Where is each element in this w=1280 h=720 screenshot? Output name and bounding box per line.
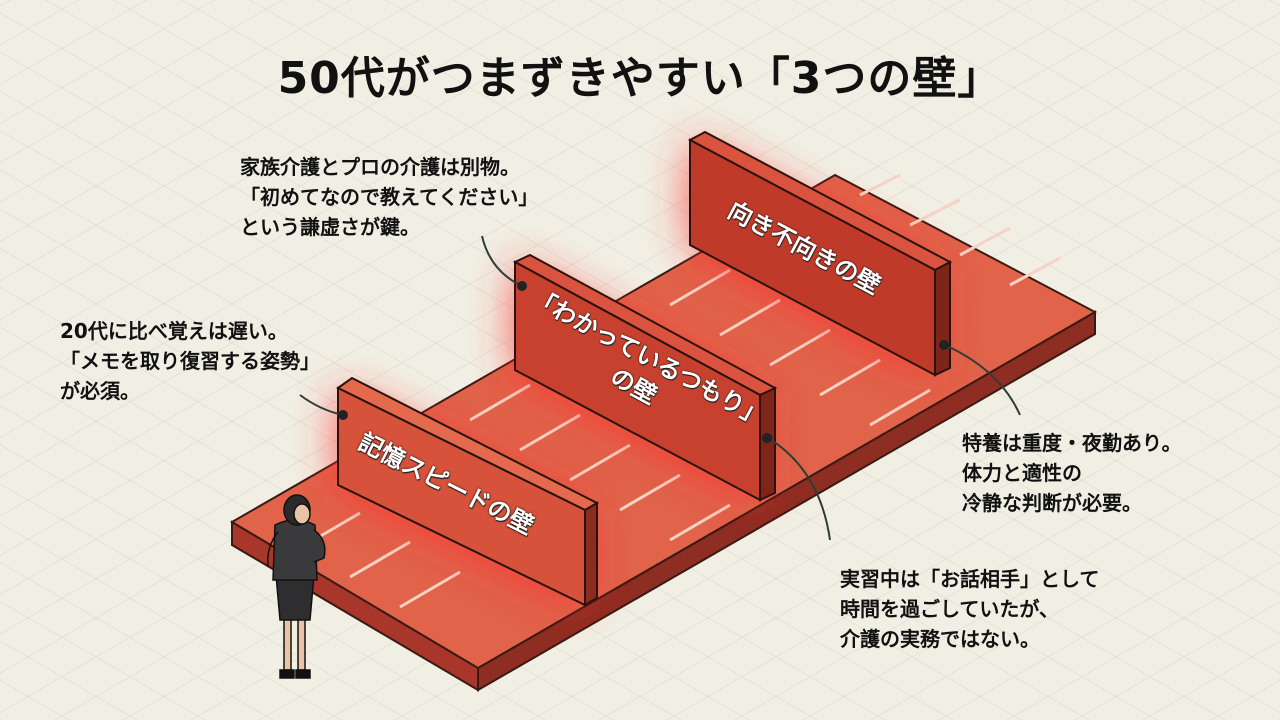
woman-figure — [266, 494, 326, 679]
wall-memory-speed — [336, 376, 600, 607]
leader-dot — [762, 433, 772, 443]
wall-overconfidence — [512, 253, 778, 502]
page-title: 50代がつまずきやすい「3つの壁」 — [277, 53, 1003, 104]
leader-dot — [939, 340, 949, 350]
note-practicum: 実習中は「お話相手」として 時間を過ごしていたが、 介護の実務ではない。 — [840, 567, 1100, 651]
leader-dot — [338, 410, 348, 420]
note-memory: 20代に比べ覚えは遅い。 「メモを取り復習する姿勢」 が必須。 — [60, 319, 320, 403]
note-family-care: 家族介護とプロの介護は別物。 「初めてなので教えてください」 という謙虚さが鍵。 — [240, 155, 539, 239]
leader-dot — [517, 281, 527, 291]
leader-lines — [299, 235, 1021, 541]
note-aptitude: 特養は重度・夜勤あり。 体力と適性の 冷静な判断が必要。 — [962, 431, 1182, 515]
